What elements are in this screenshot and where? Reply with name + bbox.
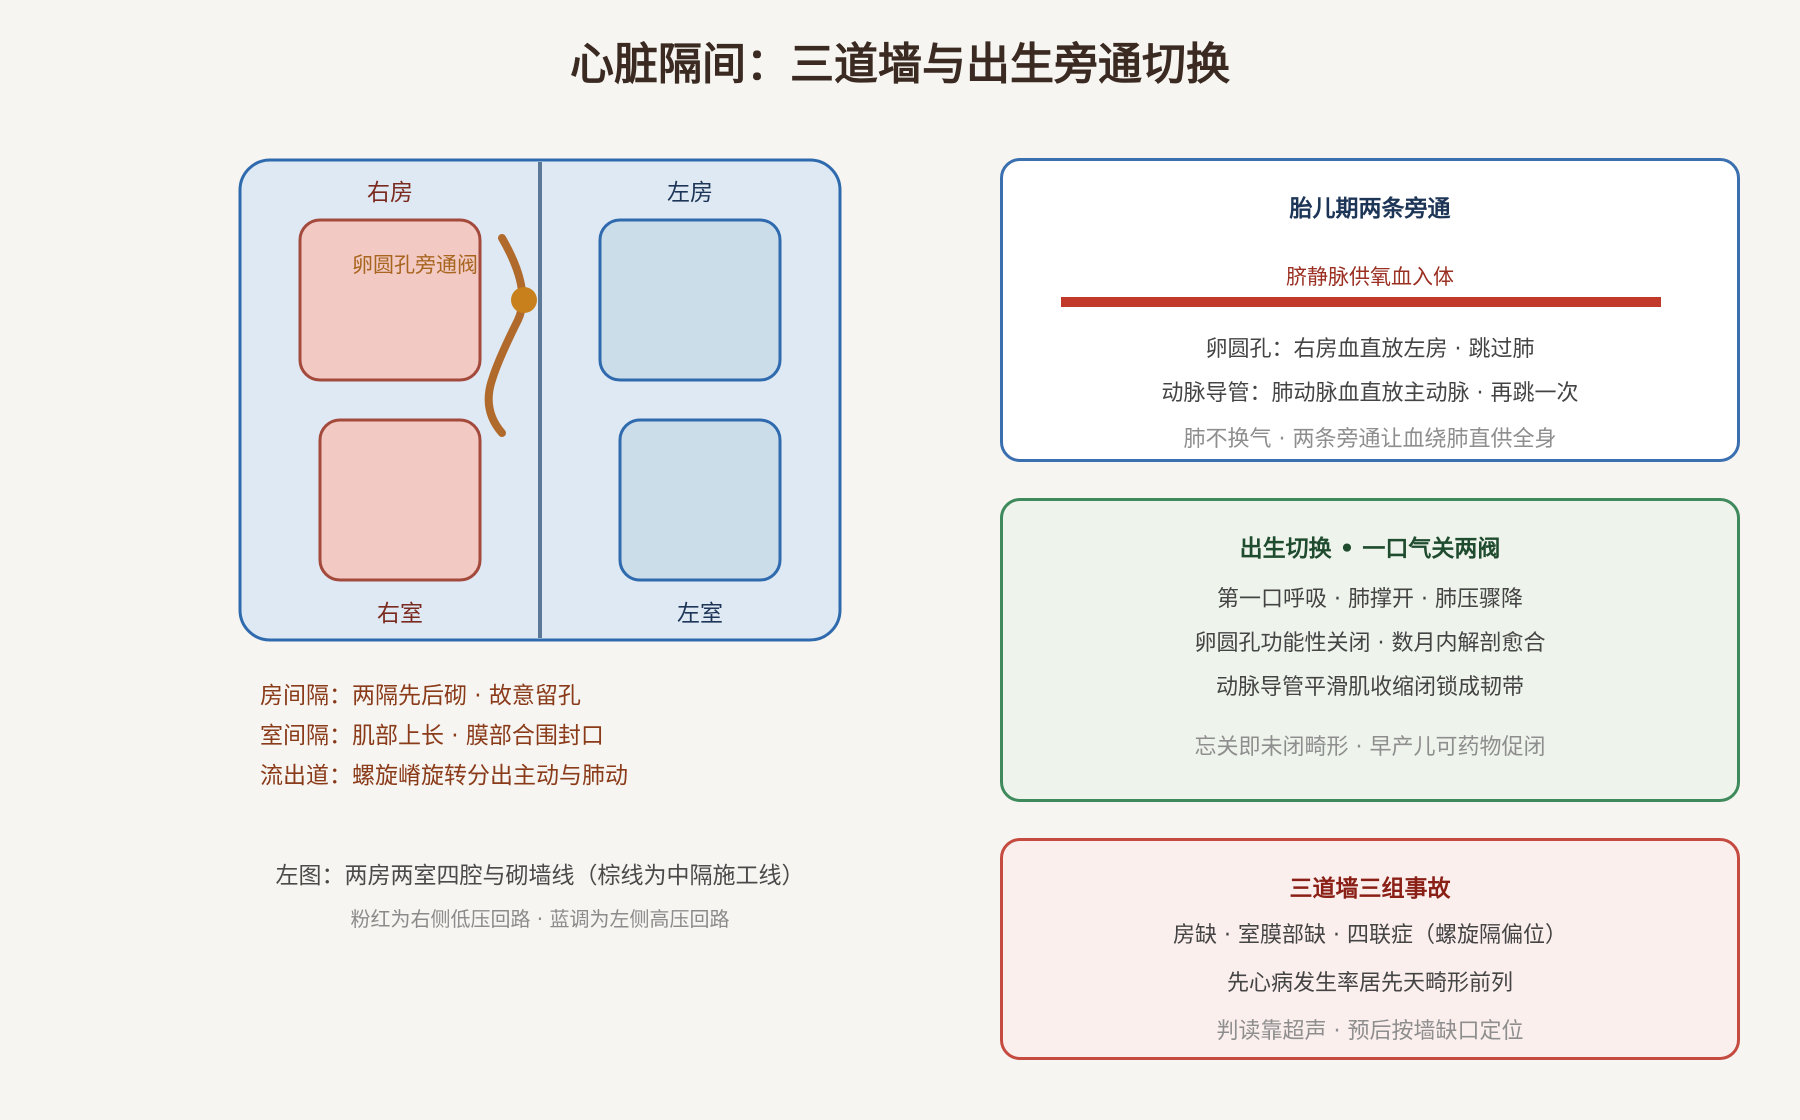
chamber-right-ventricle [318,418,482,582]
diagram-caption-sub: 粉红为右侧低压回路 · 蓝调为左侧高压回路 [350,907,730,931]
label-left-atrium: 左房 [667,180,713,206]
label-right-ventricle: 右室 [377,601,423,627]
legend-ventricular-septum: 室间隔：肌部上长 · 膜部合围封口 [260,723,604,749]
card-fetal-highlight: 脐静脉供氧血入体 [1286,265,1454,289]
chamber-left-ventricle [618,418,782,582]
card-fetal-title: 胎儿期两条旁通 [1289,196,1451,222]
card-fetal-line1: 卵圆孔：右房血直放左房 · 跳过肺 [1205,337,1535,362]
heart-diagram: 右房 左房 卵圆孔旁通阀 右室 左室 [238,158,842,642]
card-fetal-note: 肺不换气 · 两条旁通让血绕肺直供全身 [1183,427,1557,452]
septum-construction-line [484,234,527,437]
chamber-right-atrium [298,218,482,382]
card-birth-title: 出生切换 • 一口气关两阀 [1239,536,1501,562]
foramen-ovale-valve [511,287,537,313]
legend-atrial-septum: 房间隔：两隔先后砌 · 故意留孔 [260,683,581,709]
card-birth-note: 忘关即未闭畸形 · 早产儿可药物促闭 [1194,735,1546,760]
card-fault-note: 判读靠超声 · 预后按墙缺口定位 [1216,1019,1524,1044]
septum-legend: 房间隔：两隔先后砌 · 故意留孔 室间隔：肌部上长 · 膜部合围封口 流出道：螺… [260,676,628,796]
legend-outflow-tract: 流出道：螺旋嵴旋转分出主动与肺动 [260,763,628,789]
card-fault-line1: 房缺 · 室膜部缺 · 四联症（螺旋隔偏位） [1173,923,1567,948]
card-birth-switch: 出生切换 • 一口气关两阀 第一口呼吸 · 肺撑开 · 肺压骤降 卵圆孔功能性关… [1000,498,1740,802]
card-birth-line3: 动脉导管平滑肌收缩闭锁成韧带 [1215,675,1524,700]
label-left-ventricle: 左室 [677,601,723,627]
label-right-atrium: 右房 [367,180,413,206]
umbilical-flow-bar [1061,297,1661,307]
card-fault-title: 三道墙三组事故 [1289,876,1451,902]
diagram-caption: 左图：两房两室四腔与砌墙线（棕线为中隔施工线） [275,863,805,889]
card-birth-line2: 卵圆孔功能性关闭 · 数月内解剖愈合 [1194,631,1546,656]
chamber-left-atrium [598,218,782,382]
card-fetal-line2: 动脉导管：肺动脉血直放主动脉 · 再跳一次 [1161,381,1579,406]
card-septal-defects: 三道墙三组事故 房缺 · 室膜部缺 · 四联症（螺旋隔偏位） 先心病发生率居先天… [1000,838,1740,1060]
card-fault-line2: 先心病发生率居先天畸形前列 [1226,971,1513,996]
card-fetal-bypass: 胎儿期两条旁通 脐静脉供氧血入体 卵圆孔：右房血直放左房 · 跳过肺 动脉导管：… [1000,158,1740,462]
label-foramen-valve: 卵圆孔旁通阀 [352,253,478,277]
page-title: 心脏隔间：三道墙与出生旁通切换 [570,39,1230,90]
card-birth-line1: 第一口呼吸 · 肺撑开 · 肺压骤降 [1217,587,1523,612]
